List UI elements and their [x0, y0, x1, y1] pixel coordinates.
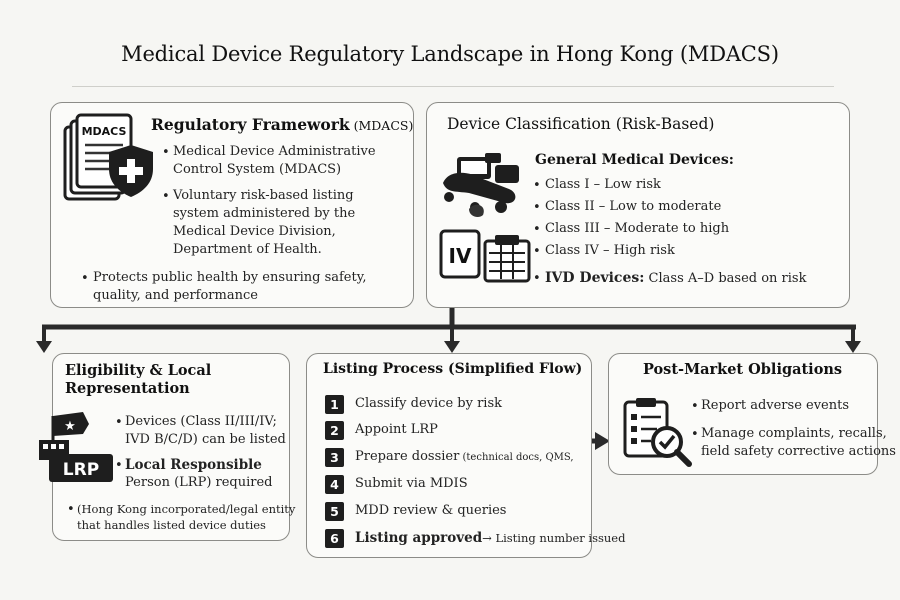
general-devices-heading: General Medical Devices:	[535, 152, 734, 168]
arrow-right-post-market	[595, 432, 610, 450]
step-6-number: 6	[325, 529, 344, 548]
regulatory-framework-panel: MDACS Regulatory Framework (MDACS) • Med…	[50, 102, 414, 308]
eligibility-bullet-1-line-2: IVD B/C/D) can be listed	[125, 432, 286, 447]
eligibility-panel: Eligibility & Local Representation ★ LRP…	[39, 353, 295, 541]
framework-bullet-1-line-2: Control System (MDACS)	[173, 162, 342, 177]
step-5-text: MDD review & queries	[355, 503, 507, 518]
step-3-number: 3	[325, 448, 344, 467]
class-ii: Class II – Low to moderate	[545, 199, 722, 214]
bullet-dot: •	[533, 222, 541, 237]
framework-bullet-2-line-2: system administered by the	[173, 206, 356, 221]
step-6-text: Listing approved→ Listing number issued	[355, 530, 626, 546]
framework-bullet-3-line-1: Protects public health by ensuring safet…	[93, 270, 367, 285]
bullet-dot: •	[81, 271, 89, 286]
listing-title: Listing Process (Simplified Flow)	[323, 361, 583, 377]
bullet-dot: •	[115, 415, 123, 430]
checklist-magnifier-icon	[623, 398, 692, 467]
device-classification-panel: Device Classification (Risk-Based) IV Ge…	[426, 102, 850, 308]
post-market-bullet-2-line-2: field safety corrective actions	[701, 444, 896, 459]
step-2-number: 2	[325, 421, 344, 440]
listing-process-panel: Listing Process (Simplified Flow) 1 Clas…	[306, 353, 625, 558]
ivd-devices: IVD Devices: Class A–D based on risk	[545, 270, 807, 286]
eligibility-title-line-1: Eligibility & Local	[65, 362, 212, 379]
class-i: Class I – Low risk	[545, 177, 661, 192]
arrow-down-post-market	[845, 341, 861, 353]
framework-bullet-1-line-1: Medical Device Administrative	[173, 144, 376, 159]
step-3-text: Prepare dossier (technical docs, QMS,	[355, 449, 574, 464]
iv-bag-clipboard-icon: IV	[439, 229, 531, 283]
class-iv: Class IV – High risk	[545, 243, 675, 258]
icon-label: MDACS	[82, 125, 127, 138]
step-1-text: Classify device by risk	[355, 396, 502, 411]
step-2-text: Appoint LRP	[355, 422, 438, 437]
bullet-dot: •	[533, 244, 541, 259]
bullet-dot: •	[162, 189, 170, 204]
eligibility-bullet-2-rest: Person (LRP) required	[125, 475, 273, 490]
step-4-text: Submit via MDIS	[355, 476, 468, 491]
eligibility-title-line-2: Representation	[65, 380, 190, 397]
framework-bullet-2-line-4: Department of Health.	[173, 242, 322, 257]
bullet-dot: •	[67, 502, 75, 517]
framework-bullet-3-line-2: quality, and performance	[93, 288, 258, 303]
page-title: Medical Device Regulatory Landscape in H…	[121, 42, 779, 66]
eligibility-note-line-2: that handles listed device duties	[77, 518, 266, 532]
framework-bullet-2-line-3: Medical Device Division,	[173, 224, 336, 239]
iv-label: IV	[449, 244, 472, 268]
eligibility-note-line-1: (Hong Kong incorporated/legal entity	[77, 502, 296, 516]
svg-text:★: ★	[64, 419, 76, 434]
bullet-dot: •	[115, 458, 123, 473]
lrp-label: LRP	[63, 460, 99, 480]
bullet-dot: •	[533, 271, 541, 286]
medical-equipment-icon	[443, 153, 519, 217]
step-4-number: 4	[325, 475, 344, 494]
classification-title: Device Classification (Risk-Based)	[447, 115, 715, 133]
post-market-bullet-2-line-1: Manage complaints, recalls,	[701, 426, 887, 441]
eligibility-bullet-2-bold: Local Responsible	[125, 457, 262, 473]
post-market-title: Post-Market Obligations	[643, 361, 843, 378]
class-iii: Class III – Moderate to high	[545, 221, 730, 236]
framework-bullet-2-line-1: Voluntary risk-based listing	[173, 188, 354, 203]
post-market-panel: Post-Market Obligations • Report adverse…	[608, 353, 896, 475]
framework-title: Regulatory Framework (MDACS)	[151, 115, 414, 134]
step-1-number: 1	[325, 395, 344, 414]
bullet-dot: •	[533, 200, 541, 215]
title-divider	[72, 86, 834, 87]
post-market-bullet-1: Report adverse events	[701, 398, 850, 413]
arrow-down-eligibility	[36, 341, 52, 353]
arrow-down-listing	[444, 341, 460, 353]
eligibility-bullet-1-line-1: Devices (Class II/III/IV;	[125, 414, 277, 429]
bullet-dot: •	[691, 427, 699, 442]
bullet-dot: •	[533, 178, 541, 193]
document-shield-icon: MDACS	[63, 113, 153, 201]
bullet-dot: •	[691, 399, 699, 414]
bullet-dot: •	[162, 145, 170, 160]
step-5-number: 5	[325, 502, 344, 521]
building-flag-lrp-icon: ★ LRP	[39, 412, 113, 482]
